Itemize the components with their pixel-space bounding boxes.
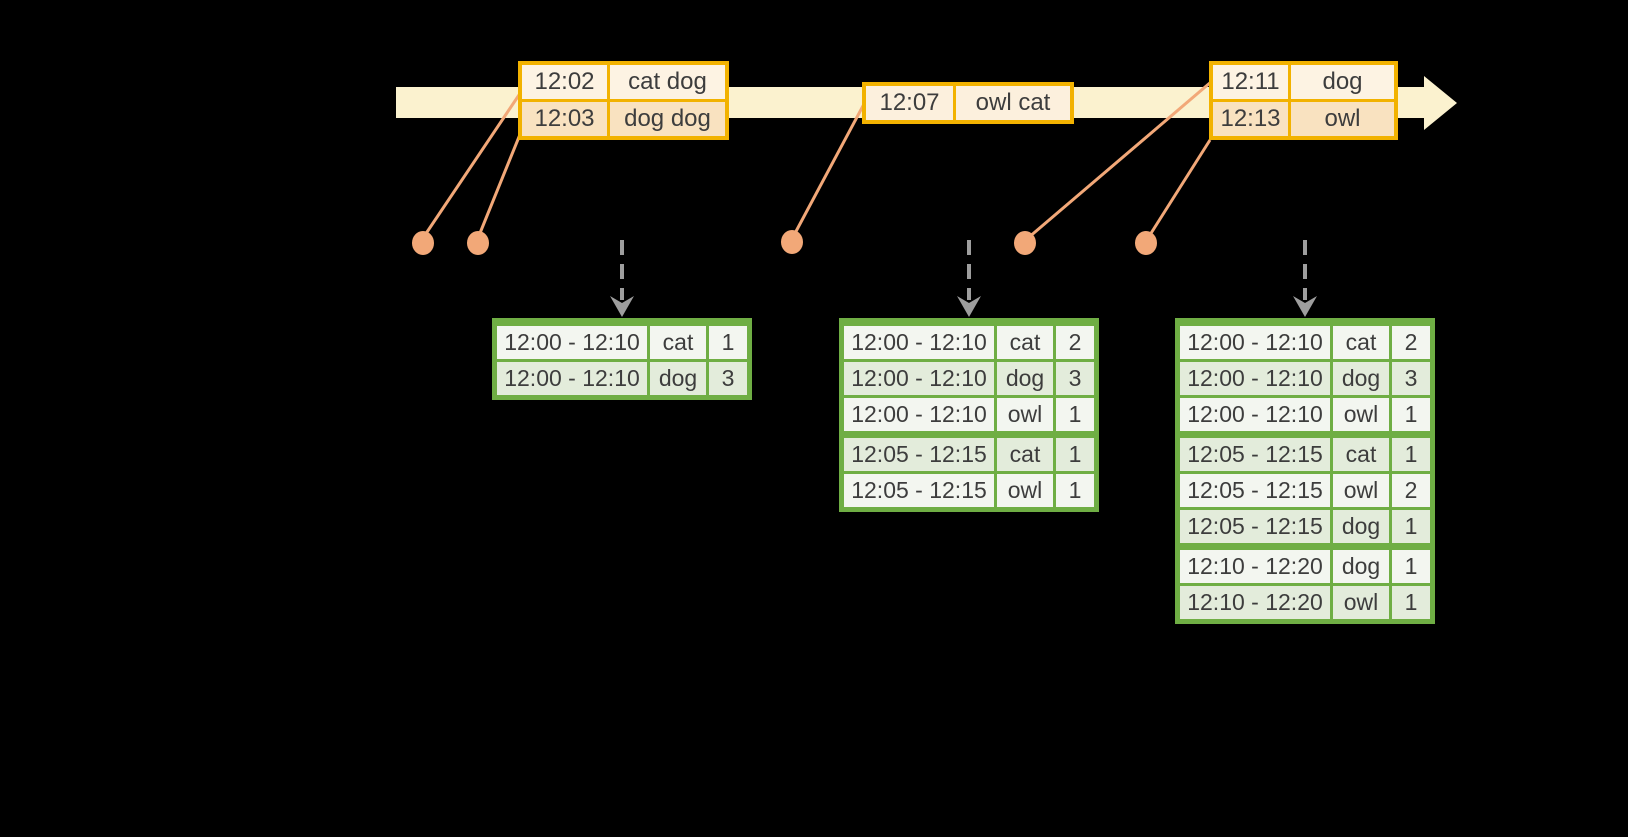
window-cell: 12:05 - 12:15 <box>844 438 994 471</box>
result-table-2: 12:00 - 12:10 cat 2 12:00 - 12:10 dog 3 … <box>839 318 1099 512</box>
result-row: 12:00 - 12:10 cat 1 <box>497 326 747 359</box>
trigger-arrowhead-icon <box>957 296 981 317</box>
word-cell: dog <box>650 362 706 395</box>
event-words-cell: owl <box>1291 102 1394 136</box>
result-row: 12:05 - 12:15 owl 1 <box>844 474 1094 507</box>
window-cell: 12:00 - 12:10 <box>497 362 647 395</box>
word-cell: dog <box>997 362 1053 395</box>
event-dot <box>781 230 803 254</box>
event-words-cell: owl cat <box>956 86 1070 120</box>
word-cell: owl <box>1333 474 1389 507</box>
count-cell: 1 <box>1392 550 1430 583</box>
result-table-1: 12:00 - 12:10 cat 1 12:00 - 12:10 dog 3 <box>492 318 752 400</box>
event-dot <box>467 231 489 255</box>
event-time-cell: 12:03 <box>522 102 607 136</box>
window-cell: 12:00 - 12:10 <box>1180 326 1330 359</box>
event-box-1207: 12:07 owl cat <box>862 82 1074 124</box>
event-leader-line <box>421 91 523 239</box>
window-cell: 12:05 - 12:15 <box>1180 474 1330 507</box>
event-dot <box>412 231 434 255</box>
result-row: 12:00 - 12:10 dog 3 <box>1180 362 1430 395</box>
count-cell: 3 <box>709 362 747 395</box>
word-cell: owl <box>1333 398 1389 431</box>
word-cell: dog <box>1333 550 1389 583</box>
word-cell: dog <box>1333 362 1389 395</box>
event-row: 12:13 owl <box>1213 102 1394 136</box>
count-cell: 3 <box>1056 362 1094 395</box>
event-words-cell: cat dog <box>610 65 725 99</box>
result-row: 12:00 - 12:10 dog 3 <box>497 362 747 395</box>
count-cell: 1 <box>1392 398 1430 431</box>
result-row: 12:10 - 12:20 owl 1 <box>1180 586 1430 619</box>
event-leader-lines <box>421 80 1212 240</box>
event-row: 12:03 dog dog <box>522 102 725 136</box>
count-cell: 1 <box>1056 398 1094 431</box>
window-cell: 12:00 - 12:10 <box>844 398 994 431</box>
word-cell: cat <box>1333 438 1389 471</box>
result-row: 12:00 - 12:10 cat 2 <box>1180 326 1430 359</box>
trigger-arrowhead-icon <box>1293 296 1317 317</box>
count-cell: 2 <box>1392 474 1430 507</box>
result-table-3: 12:00 - 12:10 cat 2 12:00 - 12:10 dog 3 … <box>1175 318 1435 624</box>
window-cell: 12:00 - 12:10 <box>844 326 994 359</box>
word-cell: owl <box>997 474 1053 507</box>
event-box-1211: 12:11 dog 12:13 owl <box>1209 61 1398 140</box>
event-time-cell: 12:07 <box>866 86 953 120</box>
result-row: 12:05 - 12:15 cat 1 <box>1180 438 1430 471</box>
window-cell: 12:10 - 12:20 <box>1180 550 1330 583</box>
window-cell: 12:05 - 12:15 <box>844 474 994 507</box>
count-cell: 3 <box>1392 362 1430 395</box>
count-cell: 1 <box>1392 586 1430 619</box>
event-leader-line <box>476 126 525 239</box>
window-cell: 12:05 - 12:15 <box>1180 510 1330 543</box>
event-row: 12:07 owl cat <box>866 86 1070 120</box>
event-dots <box>412 230 1157 255</box>
result-row: 12:00 - 12:10 dog 3 <box>844 362 1094 395</box>
word-cell: cat <box>1333 326 1389 359</box>
window-cell: 12:00 - 12:10 <box>1180 398 1330 431</box>
word-cell: dog <box>1333 510 1389 543</box>
count-cell: 1 <box>1392 438 1430 471</box>
window-cell: 12:00 - 12:10 <box>1180 362 1330 395</box>
count-cell: 1 <box>1392 510 1430 543</box>
word-cell: cat <box>650 326 706 359</box>
event-row: 12:11 dog <box>1213 65 1394 99</box>
result-row: 12:05 - 12:15 cat 1 <box>844 438 1094 471</box>
count-cell: 2 <box>1392 326 1430 359</box>
count-cell: 1 <box>1056 474 1094 507</box>
word-cell: owl <box>1333 586 1389 619</box>
event-words-cell: dog dog <box>610 102 725 136</box>
window-cell: 12:00 - 12:10 <box>497 326 647 359</box>
trigger-arrows <box>610 240 1317 317</box>
event-box-1202: 12:02 cat dog 12:03 dog dog <box>518 61 729 140</box>
trigger-arrowhead-icon <box>610 296 634 317</box>
window-cell: 12:05 - 12:15 <box>1180 438 1330 471</box>
event-words-cell: dog <box>1291 65 1394 99</box>
result-row: 12:00 - 12:10 owl 1 <box>844 398 1094 431</box>
event-time-cell: 12:02 <box>522 65 607 99</box>
word-cell: cat <box>997 438 1053 471</box>
result-row: 12:00 - 12:10 cat 2 <box>844 326 1094 359</box>
event-dot <box>1135 231 1157 255</box>
count-cell: 1 <box>709 326 747 359</box>
event-leader-line <box>1027 80 1212 240</box>
result-row: 12:05 - 12:15 owl 2 <box>1180 474 1430 507</box>
result-row: 12:05 - 12:15 dog 1 <box>1180 510 1430 543</box>
word-cell: cat <box>997 326 1053 359</box>
timeline-arrowhead-icon <box>1424 76 1457 130</box>
count-cell: 1 <box>1056 438 1094 471</box>
result-row: 12:10 - 12:20 dog 1 <box>1180 550 1430 583</box>
event-leader-line <box>791 103 866 238</box>
window-cell: 12:00 - 12:10 <box>844 362 994 395</box>
event-time-cell: 12:13 <box>1213 102 1288 136</box>
event-leader-line <box>1146 139 1212 239</box>
word-cell: owl <box>997 398 1053 431</box>
event-dot <box>1014 231 1036 255</box>
result-row: 12:00 - 12:10 owl 1 <box>1180 398 1430 431</box>
window-cell: 12:10 - 12:20 <box>1180 586 1330 619</box>
event-time-cell: 12:11 <box>1213 65 1288 99</box>
event-row: 12:02 cat dog <box>522 65 725 99</box>
count-cell: 2 <box>1056 326 1094 359</box>
